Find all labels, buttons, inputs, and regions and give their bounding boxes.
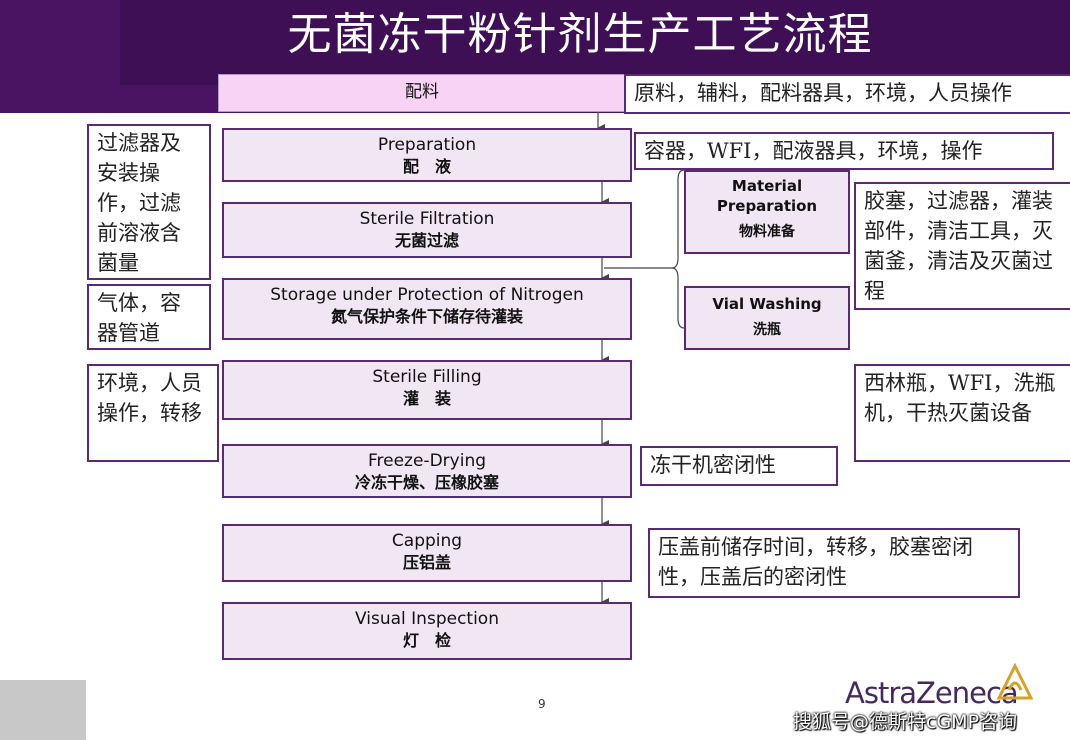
logo-symbol-icon: [996, 662, 1034, 700]
step-en: Visual Inspection: [355, 609, 499, 629]
step-freeze-drying: Freeze-Drying 冷冻干燥、压橡胶塞: [222, 444, 632, 498]
note-freeze: 冻干机密闭性: [640, 446, 838, 486]
step-en: Preparation: [377, 135, 477, 155]
step-capping: Capping 压铝盖: [222, 524, 632, 582]
step-zh: 灌 装: [402, 389, 451, 408]
step-material-preparation: Material Preparation 物料准备: [684, 170, 850, 254]
side-step-en: Vial Washing: [712, 295, 822, 313]
step-visual-inspection: Visual Inspection 灯 检: [222, 602, 632, 660]
note-preparation: 容器，WFI，配液器具，环境，操作: [634, 132, 1054, 170]
step-zh: 配 液: [402, 157, 451, 176]
note-filling: 环境，人员操作，转移: [87, 364, 219, 462]
note-raw-materials: 原料，辅料，配料器具，环境，人员操作: [624, 74, 1070, 114]
side-step-zh: 物料准备: [739, 224, 795, 240]
side-step-en: Material Preparation: [716, 177, 818, 215]
side-step-zh: 洗瓶: [753, 322, 781, 338]
step-zh: 配料: [405, 82, 439, 102]
header-inner-band: [120, 0, 1070, 85]
merge-bracket: [671, 169, 685, 329]
step-nitrogen-storage: Storage under Protection of Nitrogen 氮气保…: [222, 278, 632, 340]
page-title: 无菌冻干粉针剂生产工艺流程: [287, 9, 873, 60]
step-en: Sterile Filling: [372, 367, 482, 387]
step-zh: 灯 检: [402, 631, 451, 650]
step-en: Freeze-Drying: [367, 451, 487, 471]
step-zh: 无菌过滤: [394, 231, 459, 250]
step-batching: 配料: [218, 74, 626, 112]
step-en: Storage under Protection of Nitrogen: [270, 285, 584, 305]
step-en: Capping: [391, 531, 463, 551]
step-vial-washing: Vial Washing 洗瓶: [684, 286, 850, 350]
note-material: 胶塞，过滤器，灌装部件，清洁工具，灭菌釜，清洁及灭菌过程: [854, 182, 1070, 310]
step-preparation: Preparation 配 液: [222, 128, 632, 182]
step-zh: 氮气保护条件下储存待灌装: [330, 307, 523, 326]
astrazeneca-logo: AstraZeneca: [845, 662, 1034, 710]
step-sterile-filling: Sterile Filling 灌 装: [222, 360, 632, 420]
page-number: 9: [538, 697, 546, 711]
footer-gray-block: [0, 680, 86, 740]
note-filter: 过滤器及安装操作，过滤前溶液含菌量: [87, 124, 211, 280]
step-sterile-filtration: Sterile Filtration 无菌过滤: [222, 202, 632, 258]
note-vial: 西林瓶，WFI，洗瓶机，干热灭菌设备: [854, 364, 1070, 462]
step-en: Sterile Filtration: [359, 209, 495, 229]
note-capping: 压盖前储存时间，转移，胶塞密闭性，压盖后的密闭性: [648, 528, 1020, 598]
watermark-text: 搜狐号@德斯特cGMP咨询: [793, 711, 1018, 733]
note-gas: 气体，容器管道: [87, 284, 211, 350]
logo-text: AstraZeneca: [845, 676, 1019, 710]
step-zh: 压铝盖: [402, 553, 451, 572]
step-zh: 冷冻干燥、压橡胶塞: [354, 473, 499, 492]
header-band: 无菌冻干粉针剂生产工艺流程: [0, 0, 1070, 113]
